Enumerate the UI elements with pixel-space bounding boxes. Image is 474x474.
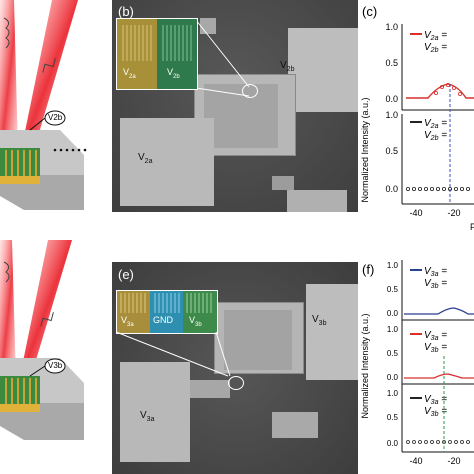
legend-f-1b: V3b = <box>424 278 447 290</box>
legend-c-top-1: V2a = <box>424 30 447 42</box>
zoom-circle-b <box>242 84 258 98</box>
laser-beam-right <box>22 0 78 150</box>
svg-text:0.0: 0.0 <box>387 373 399 382</box>
panel-tag-e: (e) <box>118 267 134 282</box>
inset-e-connector <box>116 331 231 377</box>
svg-text:1.0: 1.0 <box>387 261 399 270</box>
svg-text:0.5: 0.5 <box>387 349 399 358</box>
xlabel-c: P <box>470 222 474 232</box>
svg-text:0.0: 0.0 <box>387 309 399 318</box>
laser-beam-left <box>0 0 18 160</box>
legend-f-2b: V3b = <box>424 342 447 354</box>
pad-label-v3b: V3b <box>312 314 327 327</box>
inset-label-v2b: V2b <box>167 67 180 80</box>
plot-f: Normalized Intensity (a.u.) 1.0 0.5 0.0 … <box>360 260 474 466</box>
device-schematic-bottom <box>0 240 112 474</box>
dotted-line-top <box>53 148 87 152</box>
grating-electrodes-top <box>5 150 37 176</box>
inset-label-gnd: GND <box>153 315 173 325</box>
ytick-c-bot-0: 0.0 <box>385 184 398 194</box>
xtick-f-1: -40 <box>409 456 422 466</box>
xtick-f-2: -20 <box>447 456 460 466</box>
port-label-top: V2b <box>48 113 63 122</box>
zoom-circle-e <box>228 376 244 390</box>
ylabel-f: Normalized Intensity (a.u.) <box>360 313 370 418</box>
pad-big-left-b <box>120 118 214 206</box>
pad-big-left-e <box>120 362 190 462</box>
pad-top-right-e <box>306 284 358 380</box>
legend-f-1a: V3a = <box>424 266 447 278</box>
xtick-c-1: -40 <box>409 208 422 218</box>
pad-label-v2a: V2a <box>138 152 153 165</box>
ytick-c-top-1: 1.0 <box>385 22 398 32</box>
ytick-c-top-05: 0.5 <box>385 58 398 68</box>
legend-c-bot-2: V2b = <box>424 130 447 142</box>
panel-tag-f: (f) <box>362 262 375 277</box>
ylabel-c: Normalized Intensity (a.u.) <box>360 97 370 202</box>
panel-tag-c: (c) <box>362 4 378 19</box>
pad-label-v2b: V2b <box>280 60 295 73</box>
svg-text:0.5: 0.5 <box>387 285 399 294</box>
inset-label-v2a: V2a <box>123 67 136 80</box>
inset-label-v3a: V3a <box>121 315 134 328</box>
pad-label-v3a: V3a <box>140 410 155 423</box>
svg-text:0.5: 0.5 <box>387 413 399 422</box>
device-schematic-top <box>0 0 112 232</box>
legend-f-3a: V3a = <box>424 394 447 406</box>
plot-c: Normalized Intensity (a.u.) 1.0 0.5 0.0 … <box>360 22 474 232</box>
ytick-c-bot-05: 0.5 <box>385 146 398 156</box>
panel-tag-b: (b) <box>118 4 134 19</box>
svg-text:1.0: 1.0 <box>387 389 399 398</box>
inset-b: V2a V2b <box>116 18 198 90</box>
legend-c-bot-1: V2a = <box>424 118 447 130</box>
ytick-c-bot-1: 1.0 <box>385 110 398 120</box>
legend-f-3b: V3b = <box>424 406 447 418</box>
inset-label-v3b: V3b <box>189 315 202 328</box>
legend-f-2a: V3a = <box>424 330 447 342</box>
svg-text:0.0: 0.0 <box>387 439 399 448</box>
inset-e: V3a GND V3b <box>116 290 218 334</box>
ytick-c-top-0: 0.0 <box>385 94 398 104</box>
xtick-c-2: -20 <box>447 208 460 218</box>
svg-text:1.0: 1.0 <box>387 325 399 334</box>
legend-c-top-2: V2b = <box>424 42 447 54</box>
port-label-bottom: V3b <box>48 361 63 370</box>
pad-top-right-b <box>288 28 358 112</box>
